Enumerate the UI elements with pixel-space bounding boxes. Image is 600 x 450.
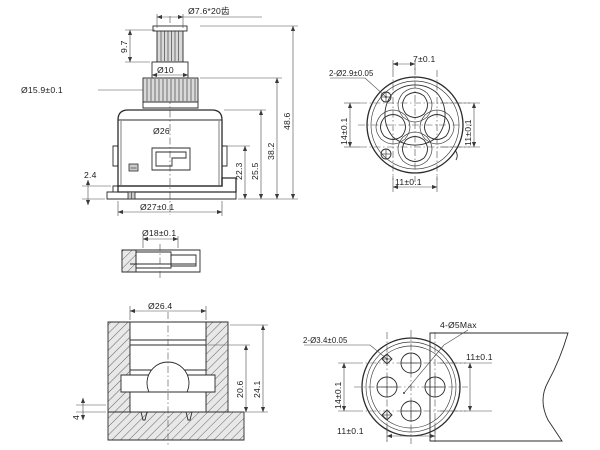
seat-plan-view: 4-Ø5Max 2-Ø3.4±0.05 14±0.1 11±0.1 11±0.1 bbox=[303, 320, 569, 444]
dim-seat-y11: 11±0.1 bbox=[466, 352, 493, 362]
dim-spline-top: Ø7.6*20齿 bbox=[188, 6, 230, 16]
dim-tab-dia: Ø18±0.1 bbox=[142, 228, 176, 238]
dim-hole-dia: 4-Ø5Max bbox=[440, 320, 477, 330]
dim-section-4: 4 bbox=[71, 415, 81, 420]
dim-locator-dia: 2-Ø3.4±0.05 bbox=[303, 336, 348, 345]
dim-base-dia: Ø27±0.1 bbox=[140, 202, 174, 212]
dim-collar-dia: Ø15.9±0.1 bbox=[21, 85, 63, 95]
dim-pin-dia: 2-Ø2.9±0.05 bbox=[329, 69, 374, 78]
dim-section-20: 20.6 bbox=[235, 380, 245, 398]
section-view: Ø26.4 20.6 24.1 4 bbox=[71, 301, 268, 446]
dim-seat-y14: 14±0.1 bbox=[333, 382, 343, 409]
dim-port-x11: 11±0.1 bbox=[395, 177, 422, 187]
dim-stem-height: 9.7 bbox=[119, 40, 129, 53]
dim-height-25: 25.5 bbox=[250, 162, 260, 180]
dim-height-48: 48.6 bbox=[282, 112, 292, 130]
dim-height-22: 22.3 bbox=[234, 162, 244, 180]
dim-body-dia: Ø26 bbox=[153, 126, 170, 136]
bottom-face-port-view: 2-Ø2.9±0.05 7±0.1 14±0.1 11±0.1 11±0.1 bbox=[329, 54, 480, 192]
dim-section-24: 24.1 bbox=[252, 380, 262, 398]
dim-port-y14: 14±0.1 bbox=[339, 118, 349, 145]
dim-port-x7: 7±0.1 bbox=[413, 54, 435, 64]
front-elevation-view: Ø7.6*20齿 9.7 Ø10 Ø15.9±0.1 Ø26 2.4 bbox=[21, 6, 298, 216]
dim-bore-dia: Ø26.4 bbox=[148, 301, 172, 311]
dim-port-y11: 11±0.1 bbox=[463, 119, 473, 146]
dim-flange-thickness: 2.4 bbox=[84, 170, 97, 180]
dim-stem-dia: Ø10 bbox=[157, 65, 174, 75]
dim-seat-x11: 11±0.1 bbox=[337, 426, 364, 436]
dim-height-38: 38.2 bbox=[266, 142, 276, 160]
detail-tab-view: Ø18±0.1 bbox=[121, 228, 201, 278]
